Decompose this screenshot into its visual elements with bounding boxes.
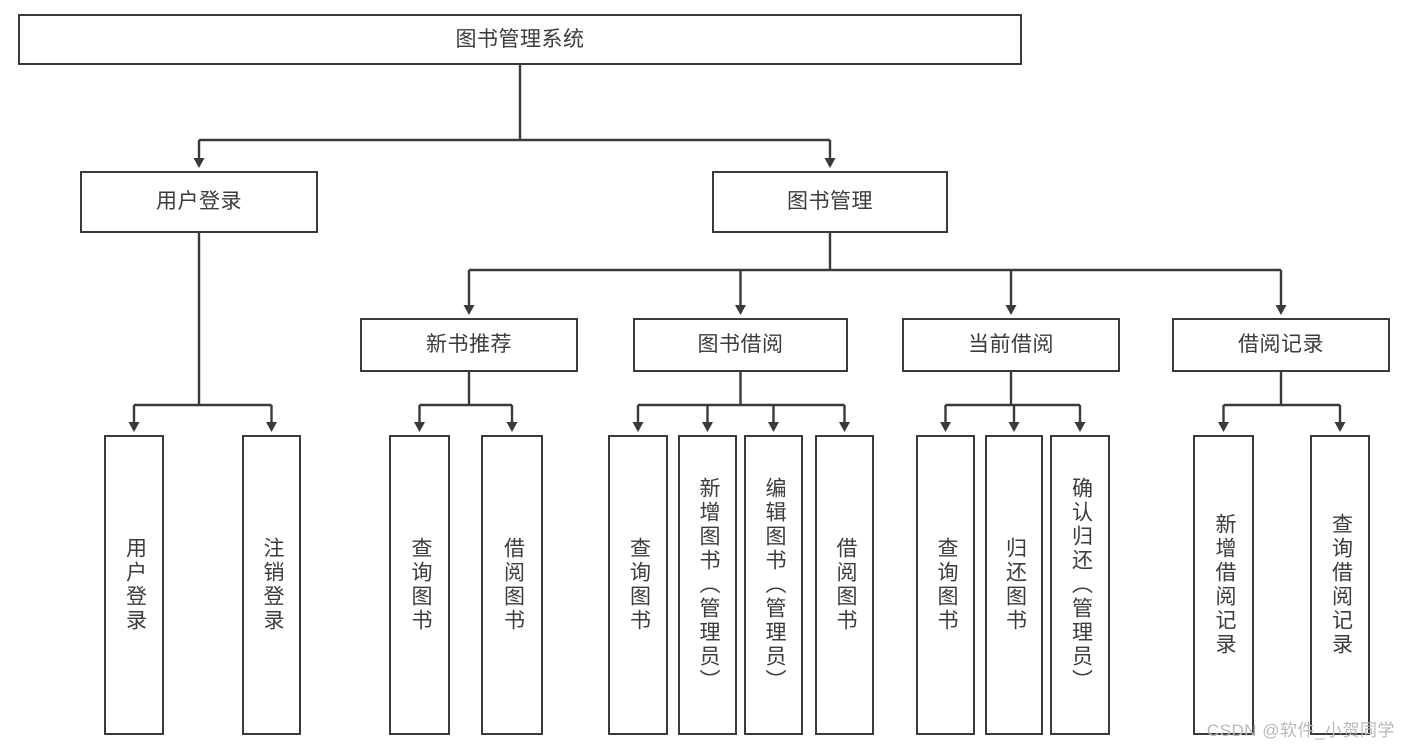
leaf-query-book-borrow[interactable]: 查询图书 bbox=[608, 435, 668, 735]
node-label: 借阅图书 bbox=[833, 537, 857, 633]
node-label: 借阅图书 bbox=[501, 537, 525, 633]
leaf-query-book-recommend[interactable]: 查询图书 bbox=[389, 435, 450, 735]
node-label: 当前借阅 bbox=[968, 333, 1054, 357]
node-new-book-recommend[interactable]: 新书推荐 bbox=[360, 318, 578, 372]
node-label: 图书管理系统 bbox=[455, 27, 585, 51]
node-label: 图书管理 bbox=[787, 190, 873, 214]
node-book-management[interactable]: 图书管理 bbox=[712, 171, 948, 233]
node-label: 注销登录 bbox=[260, 537, 284, 633]
node-label: 查询图书 bbox=[627, 537, 651, 633]
leaf-query-borrow-record[interactable]: 查询借阅记录 bbox=[1310, 435, 1370, 735]
node-label: 归还图书 bbox=[1003, 537, 1027, 633]
node-user-login[interactable]: 用户登录 bbox=[80, 171, 318, 233]
node-label: 确认归还（管理员） bbox=[1069, 477, 1093, 693]
node-label: 编辑图书（管理员） bbox=[762, 477, 786, 693]
watermark: CSDN @软件_小贺同学 bbox=[1206, 721, 1395, 740]
node-label: 查询借阅记录 bbox=[1329, 513, 1353, 657]
node-label: 新增借阅记录 bbox=[1212, 513, 1236, 657]
leaf-borrow-book-recommend[interactable]: 借阅图书 bbox=[481, 435, 543, 735]
leaf-add-borrow-record[interactable]: 新增借阅记录 bbox=[1193, 435, 1254, 735]
node-label: 查询图书 bbox=[934, 537, 958, 633]
node-label: 借阅记录 bbox=[1238, 333, 1324, 357]
leaf-edit-book-admin[interactable]: 编辑图书（管理员） bbox=[744, 435, 803, 735]
node-label: 用户登录 bbox=[123, 537, 147, 633]
leaf-borrow-book[interactable]: 借阅图书 bbox=[815, 435, 874, 735]
leaf-return-book[interactable]: 归还图书 bbox=[985, 435, 1043, 735]
node-label: 查询图书 bbox=[408, 537, 432, 633]
leaf-logout[interactable]: 注销登录 bbox=[242, 435, 301, 735]
leaf-query-book-current[interactable]: 查询图书 bbox=[916, 435, 975, 735]
node-label: 新增图书（管理员） bbox=[696, 477, 720, 693]
node-root[interactable]: 图书管理系统 bbox=[18, 14, 1022, 65]
node-label: 图书借阅 bbox=[697, 333, 784, 357]
node-book-borrow[interactable]: 图书借阅 bbox=[633, 318, 848, 372]
leaf-add-book-admin[interactable]: 新增图书（管理员） bbox=[678, 435, 737, 735]
node-borrow-record[interactable]: 借阅记录 bbox=[1172, 318, 1390, 372]
leaf-user-login[interactable]: 用户登录 bbox=[104, 435, 164, 735]
node-label: 用户登录 bbox=[156, 190, 242, 214]
leaf-confirm-return-admin[interactable]: 确认归还（管理员） bbox=[1050, 435, 1110, 735]
node-label: 新书推荐 bbox=[426, 333, 512, 357]
node-current-borrow[interactable]: 当前借阅 bbox=[902, 318, 1120, 372]
